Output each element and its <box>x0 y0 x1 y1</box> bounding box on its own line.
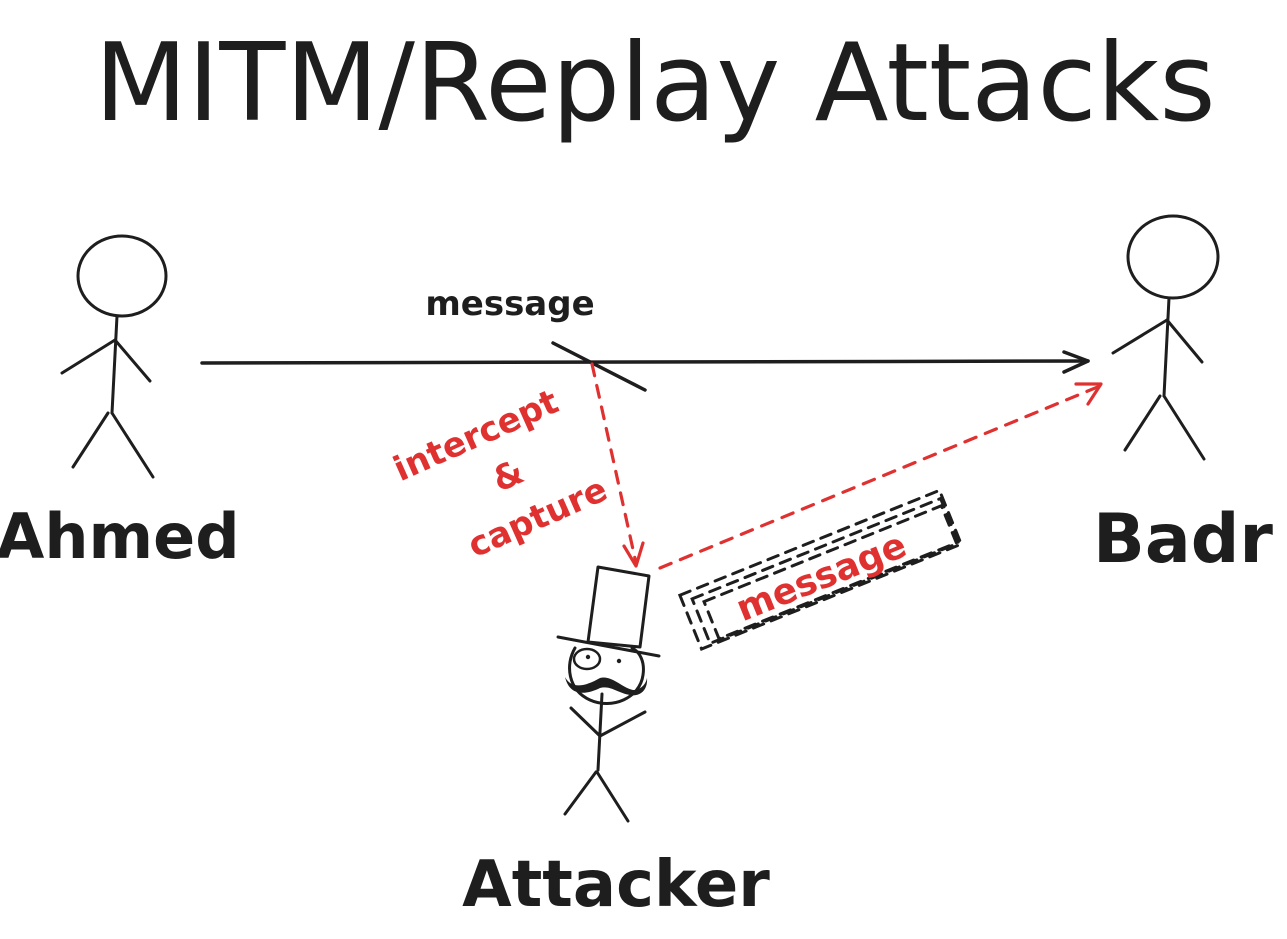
arrow-head <box>1074 382 1103 406</box>
stick-figure-badr <box>1111 214 1220 461</box>
monocle-icon <box>572 647 602 671</box>
left-leg <box>1123 394 1162 452</box>
head <box>76 234 168 318</box>
right-leg <box>110 411 155 479</box>
interception-cut-mark <box>551 341 647 392</box>
arrow-shaft <box>200 359 1090 365</box>
right-arm <box>598 710 647 738</box>
packet-outline-outer <box>677 488 964 651</box>
intercept-label-line2: & <box>487 452 530 501</box>
intercept-label: intercept & capture <box>388 382 614 566</box>
diagram-title: MITM/Replay Attacks <box>94 21 1215 146</box>
arrow-shaft <box>658 384 1102 570</box>
head <box>1126 214 1220 300</box>
actor-label-ahmed: Ahmed <box>0 500 240 573</box>
mustache-icon <box>565 677 648 696</box>
top-hat-brim <box>556 635 661 658</box>
intercept-label-line3: capture <box>462 469 613 566</box>
left-leg <box>563 770 598 816</box>
left-arm <box>1111 318 1169 355</box>
arrow-head <box>622 541 645 568</box>
replayed-message-packet: message <box>677 488 964 651</box>
message-arrow <box>200 350 1090 374</box>
head <box>568 646 645 706</box>
stick-figure-ahmed <box>60 234 168 479</box>
right-arm <box>113 338 152 383</box>
stick-figure-attacker <box>556 565 661 823</box>
right-leg <box>595 770 630 823</box>
torso <box>1162 296 1171 398</box>
arrow-shaft <box>590 362 638 565</box>
arrow-head <box>1062 350 1090 374</box>
left-arm <box>60 338 117 375</box>
packet-outline-middle <box>690 496 961 646</box>
intercept-label-line1: intercept <box>388 382 565 490</box>
top-hat-crown <box>586 565 651 649</box>
packet-outline-inner <box>702 503 959 641</box>
message-label: message <box>425 284 594 324</box>
intercept-arrow <box>590 362 645 568</box>
replayed-message-label: message <box>731 525 913 630</box>
left-leg <box>71 411 110 469</box>
torso <box>110 314 119 415</box>
left-arm <box>569 706 602 738</box>
left-eye <box>585 654 591 660</box>
actor-label-badr: Badr <box>1093 500 1273 579</box>
torso <box>596 692 604 772</box>
right-eye <box>616 658 622 664</box>
right-leg <box>1162 394 1206 461</box>
actor-label-attacker: Attacker <box>462 848 770 922</box>
replay-arrow <box>658 382 1103 570</box>
right-arm <box>1165 318 1204 364</box>
